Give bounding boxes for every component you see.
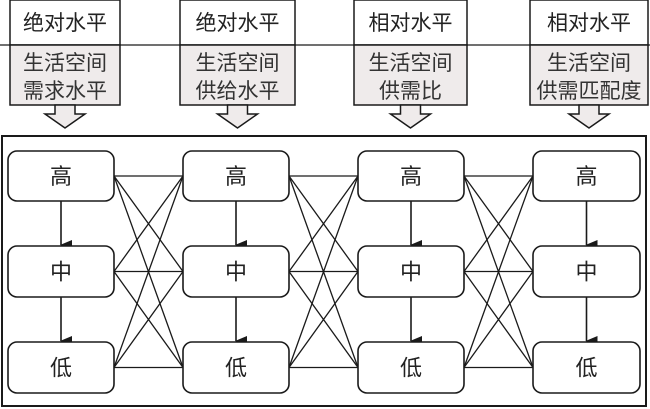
node-mid: 中 — [7, 245, 115, 298]
link-line — [463, 175, 534, 272]
indicator-label-line1: 生活空间 — [196, 51, 280, 75]
node-mid: 中 — [532, 245, 641, 298]
node-label: 高 — [50, 165, 72, 190]
node-label: 低 — [575, 357, 597, 382]
level-label: 相对水平 — [369, 11, 453, 35]
node-label: 中 — [575, 261, 597, 286]
node-box — [7, 150, 115, 202]
node-label: 中 — [50, 261, 72, 286]
link-line — [288, 175, 359, 272]
node-label: 中 — [400, 261, 422, 286]
link-line — [463, 271, 534, 368]
node-label: 低 — [50, 357, 72, 382]
down-block-arrow-icon — [566, 104, 612, 129]
node-high: 高 — [357, 150, 465, 202]
node-label: 低 — [225, 357, 247, 382]
node-low: 低 — [532, 341, 641, 394]
indicator-label-line1: 生活空间 — [23, 51, 107, 75]
node-high: 高 — [182, 150, 290, 202]
level-label: 绝对水平 — [196, 11, 280, 35]
link-line — [288, 175, 359, 368]
link-line — [113, 271, 184, 368]
node-label: 中 — [225, 261, 247, 286]
node-high: 高 — [532, 150, 641, 202]
node-label: 低 — [400, 357, 422, 382]
node-low: 低 — [357, 341, 465, 394]
level-box — [9, 0, 121, 46]
node-label: 高 — [225, 165, 247, 190]
down-block-arrow-icon — [42, 104, 88, 129]
node-label: 高 — [575, 165, 597, 190]
node-box — [532, 341, 641, 394]
indicator-label-line1: 生活空间 — [369, 51, 453, 75]
indicator-box — [9, 44, 121, 106]
node-mid: 中 — [182, 245, 290, 298]
node-box — [7, 341, 115, 394]
indicator-label-line2: 供需匹配度 — [537, 79, 642, 103]
level-label: 绝对水平 — [23, 11, 107, 35]
indicator-box — [529, 44, 649, 106]
node-box — [182, 341, 290, 394]
node-box — [182, 150, 290, 202]
link-line — [113, 175, 184, 272]
indicator-label-line2: 需求水平 — [23, 79, 107, 103]
node-label: 高 — [400, 165, 422, 190]
node-high: 高 — [7, 150, 115, 202]
link-line — [463, 175, 534, 368]
node-mid: 中 — [357, 245, 465, 298]
node-box — [532, 245, 641, 298]
node-box — [532, 150, 641, 202]
level-label: 相对水平 — [547, 11, 631, 35]
down-block-arrow-icon — [215, 104, 260, 129]
link-line — [288, 271, 359, 368]
indicator-label-line2: 供需比 — [379, 79, 442, 103]
node-box — [357, 245, 465, 298]
level-box — [529, 0, 649, 46]
node-box — [357, 341, 465, 394]
link-line — [113, 175, 184, 368]
down-block-arrow-icon — [388, 104, 433, 129]
node-low: 低 — [7, 341, 115, 394]
indicator-box — [353, 44, 468, 106]
node-box — [357, 150, 465, 202]
network-frame — [1, 135, 647, 407]
node-box — [7, 245, 115, 298]
level-box — [179, 0, 296, 46]
indicator-label-line2: 供给水平 — [196, 79, 280, 103]
node-box — [182, 245, 290, 298]
indicator-label-line1: 生活空间 — [547, 51, 631, 75]
node-low: 低 — [182, 341, 290, 394]
